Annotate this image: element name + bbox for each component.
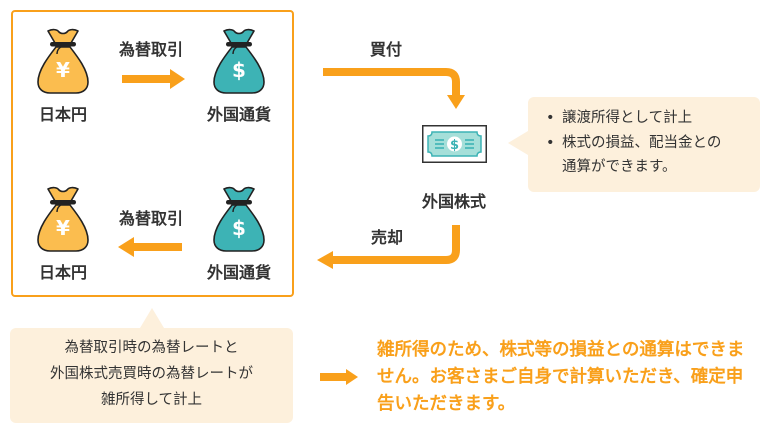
yen-symbol: ¥ (56, 58, 70, 82)
dollar-money-bag-icon: $ (211, 184, 267, 254)
arrow-right-icon (122, 69, 186, 89)
stock-note-text: 株式の損益、配当金との (562, 134, 722, 151)
fx-trade-label-top: 為替取引 (118, 40, 184, 59)
sell-label: 売却 (370, 228, 404, 247)
fx-note-callout (10, 328, 293, 423)
buy-label: 買付 (369, 40, 403, 59)
stock-note-pointer (508, 131, 528, 155)
conclusion-line: せん。お客さまご自身で計算いただき、確定申 (377, 367, 744, 387)
label-japanese-yen: 日本円 (38, 105, 88, 124)
stock-note-text: 譲渡所得として計上 (562, 110, 693, 126)
stock-note-list: • 譲渡所得として計上 • 株式の損益、配当金との 通算ができます。 (546, 106, 721, 180)
fx-note-pointer (140, 308, 164, 328)
label-japanese-yen: 日本円 (38, 263, 88, 282)
stock-note-item: • 譲渡所得として計上 (546, 106, 721, 131)
bullet-icon: • (546, 134, 555, 151)
dollar-money-bag-icon: $ (211, 26, 267, 96)
banknote-dollar-icon: $ (422, 125, 487, 163)
arrow-left-icon (118, 237, 182, 257)
svg-text:$: $ (450, 138, 459, 153)
label-foreign-currency: 外国通貨 (206, 105, 272, 124)
dollar-symbol: $ (232, 58, 246, 82)
yen-money-bag-icon: ¥ (35, 184, 91, 254)
conclusion-text: 雑所得のため、株式等の損益との通算はできま せん。お客さまご自身で計算いただき、… (377, 337, 744, 418)
bullet-icon: • (546, 110, 555, 126)
yen-symbol: ¥ (56, 216, 70, 240)
fx-note-line: 外国株式売買時の為替レートが (50, 366, 253, 382)
foreign-stock-label: 外国株式 (421, 192, 487, 211)
conclusion-line: 告いただきます。 (377, 394, 516, 414)
fx-note-text: 為替取引時の為替レートと 外国株式売買時の為替レートが 雑所得して計上 (10, 335, 293, 413)
conclusion-line: 雑所得のため、株式等の損益との通算はできま (377, 340, 745, 360)
fx-exchange-frame (11, 10, 294, 297)
label-foreign-currency: 外国通貨 (206, 263, 272, 282)
dollar-symbol: $ (232, 216, 246, 240)
yen-money-bag-icon: ¥ (35, 26, 91, 96)
fx-note-line: 為替取引時の為替レートと (64, 340, 239, 356)
stock-note-text: 通算ができます。 (562, 159, 677, 175)
fx-trade-label-bottom: 為替取引 (118, 209, 184, 228)
stock-note-item: • 株式の損益、配当金との 通算ができます。 (546, 131, 721, 180)
conclusion-arrow-icon (320, 369, 360, 385)
fx-note-line: 雑所得して計上 (100, 392, 203, 408)
stock-note-callout (528, 97, 760, 192)
